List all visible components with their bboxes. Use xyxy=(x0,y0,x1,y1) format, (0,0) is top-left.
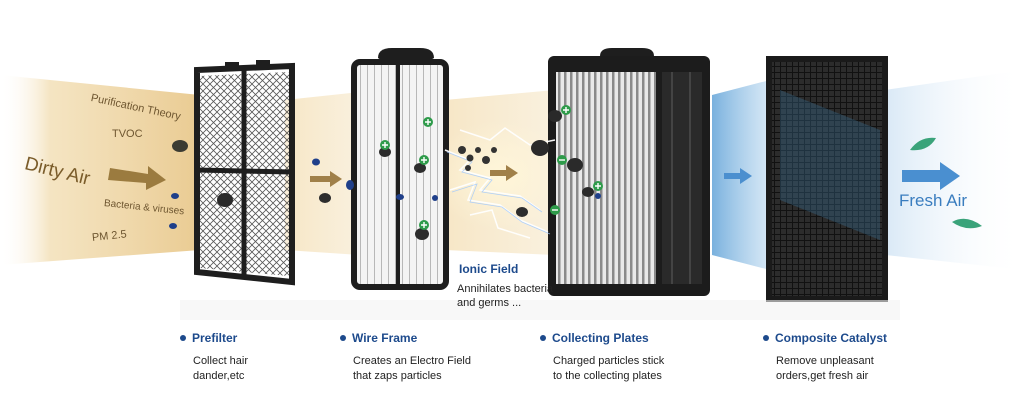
bullet-icon xyxy=(180,334,186,341)
arrow-icon xyxy=(490,165,518,181)
arrow-icon xyxy=(902,162,960,190)
leaf-icon xyxy=(910,137,936,151)
ion-icon xyxy=(380,105,603,230)
description-line: that zaps particles xyxy=(353,370,442,382)
leaf-icon xyxy=(952,218,982,229)
description-line: Collect hair xyxy=(193,355,249,367)
description-line: Charged particles stick xyxy=(553,355,665,367)
stage-description: Charged particles stick to the collectin… xyxy=(553,354,664,384)
pollutant-label: TVOC xyxy=(112,128,143,140)
stage-composite-catalyst: Composite Catalyst Remove unpleasant ord… xyxy=(763,331,887,384)
electric-sparks-glow xyxy=(446,151,551,235)
description-line: Creates an Electro Field xyxy=(353,355,471,367)
stage-description: Creates an Electro Field that zaps parti… xyxy=(353,354,471,384)
wire-frame-panel xyxy=(351,48,449,290)
pollutant-particles xyxy=(172,110,594,240)
stage-wire-frame: Wire Frame Creates an Electro Field that… xyxy=(340,331,471,384)
stage-description: Remove unpleasant orders,get fresh air xyxy=(776,354,887,384)
floor-reflection xyxy=(180,300,900,320)
stage-description: Collect hair dander,etc xyxy=(193,354,248,384)
description-line: dander,etc xyxy=(193,370,245,382)
collecting-plates-panel xyxy=(548,48,710,296)
air-flow-prefilter-to-wire xyxy=(285,92,360,255)
stage-title: Wire Frame xyxy=(340,331,471,345)
ionic-field-description: Annihilates bacteria and germs ... xyxy=(457,282,553,310)
stage-title: Composite Catalyst xyxy=(763,331,887,345)
description-line: Annihilates bacteria xyxy=(457,283,554,295)
prefilter-panel xyxy=(194,60,295,286)
arrow-icon xyxy=(724,168,752,184)
description-line: orders,get fresh air xyxy=(776,370,869,382)
composite-catalyst-panel xyxy=(766,56,888,302)
arrow-icon xyxy=(108,166,166,190)
description-line: Remove unpleasant xyxy=(776,355,874,367)
dirty-air-flow xyxy=(0,75,200,265)
virus-particles xyxy=(169,158,601,229)
stage-prefilter: Prefilter Collect hair dander,etc xyxy=(180,331,248,384)
bullet-icon xyxy=(763,334,769,341)
ionic-field-title: Ionic Field xyxy=(459,262,519,276)
fresh-air-label: Fresh Air xyxy=(899,191,968,210)
bullet-icon xyxy=(540,334,546,341)
description-line: and germs ... xyxy=(457,297,522,309)
bullet-icon xyxy=(340,334,346,341)
stage-collecting-plates: Collecting Plates Charged particles stic… xyxy=(540,331,664,384)
stage-title: Collecting Plates xyxy=(540,331,664,345)
stage-title: Prefilter xyxy=(180,331,248,345)
fresh-air-flow xyxy=(885,70,1024,270)
description-line: to the collecting plates xyxy=(553,370,662,382)
arrow-icon xyxy=(310,171,342,187)
